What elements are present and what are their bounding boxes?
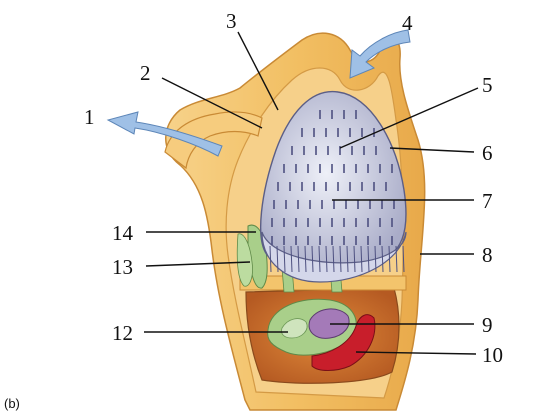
label-4: 4 bbox=[402, 11, 413, 35]
label-7: 7 bbox=[482, 189, 493, 213]
label-10: 10 bbox=[482, 343, 503, 367]
label-13: 13 bbox=[112, 255, 133, 279]
label-1: 1 bbox=[84, 105, 95, 129]
label-8: 8 bbox=[482, 243, 493, 267]
panel-label: (b) bbox=[4, 396, 20, 411]
label-3: 3 bbox=[226, 9, 237, 33]
label-12: 12 bbox=[112, 321, 133, 345]
label-6: 6 bbox=[482, 141, 493, 165]
label-2: 2 bbox=[140, 61, 151, 85]
label-14: 14 bbox=[112, 221, 134, 245]
label-5: 5 bbox=[482, 73, 493, 97]
label-9: 9 bbox=[482, 313, 493, 337]
